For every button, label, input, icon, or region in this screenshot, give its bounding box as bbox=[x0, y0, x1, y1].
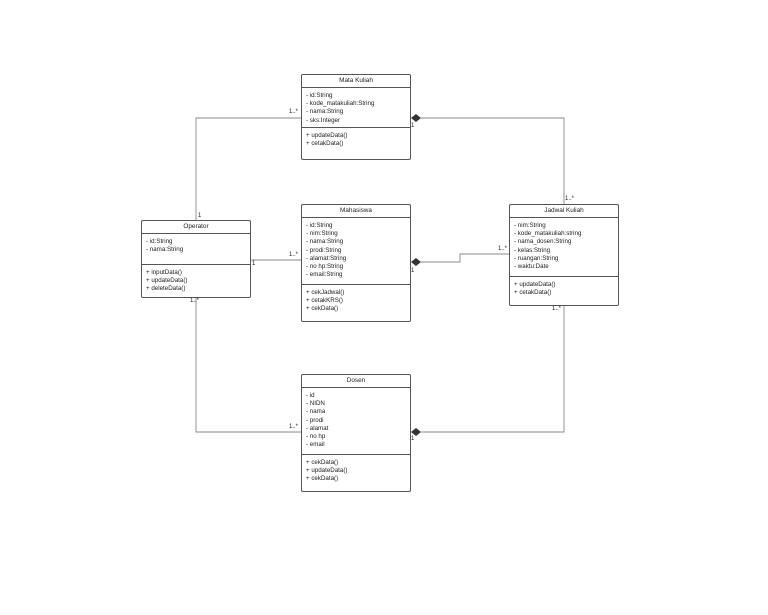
operation-compartment: + cekData() + updateData() + cekData() bbox=[302, 455, 410, 488]
class-title: Operator bbox=[142, 221, 250, 234]
multiplicity-label: 1..* bbox=[565, 196, 575, 202]
operation: + inputData() bbox=[146, 269, 182, 276]
attribute: - email bbox=[306, 441, 325, 449]
attribute: - alamat bbox=[306, 424, 329, 432]
operation: + cekData() bbox=[306, 305, 339, 313]
attribute: - prodi bbox=[306, 416, 324, 424]
attribute: - nama bbox=[306, 408, 326, 416]
multiplicity-label: 1 bbox=[411, 268, 415, 274]
operation-compartment: + updateData() + cetakData() bbox=[510, 277, 618, 301]
attribute: - sks:Integer bbox=[306, 116, 341, 124]
operation: + cetakData() bbox=[306, 140, 344, 148]
multiplicity-label: 1 bbox=[252, 261, 256, 267]
operation-compartment: + inputData() + updateData() + deleteDat… bbox=[142, 265, 250, 298]
attribute: - nama:String bbox=[146, 246, 184, 254]
operation: + updateData() bbox=[146, 277, 188, 285]
operation-compartment: + cekJadwal() + cetakKRS() + cekData() bbox=[302, 285, 410, 318]
operation: + updateData() bbox=[306, 467, 348, 475]
attribute: - nim:String bbox=[306, 230, 338, 238]
attribute-compartment: - id:String - nim:String - nama:String -… bbox=[302, 218, 410, 285]
class-title: Jadwal Kuliah bbox=[510, 205, 618, 218]
class-title: Mata Kuliah bbox=[302, 75, 410, 88]
edge-mahasiswa-jadwalkuliah bbox=[421, 253, 509, 263]
attribute: - id:String bbox=[306, 222, 333, 229]
attribute: - kode_matakuliah:String bbox=[306, 100, 375, 108]
attribute: - id bbox=[306, 392, 315, 399]
operation: + updateData() bbox=[514, 281, 556, 288]
edge-operator-dosen bbox=[195, 298, 301, 433]
attribute: - no hp bbox=[306, 433, 326, 441]
attribute-compartment: - id - NIDN - nama - prodi - alamat - no… bbox=[302, 388, 410, 455]
multiplicity-label: 1 bbox=[411, 123, 415, 129]
edge-operator-matakuliah bbox=[195, 117, 301, 220]
composition-diamond-mahasiswa bbox=[411, 258, 421, 266]
attribute: - nama:String bbox=[306, 108, 344, 116]
operation: + cetakKRS() bbox=[306, 297, 343, 305]
attribute: - ruangan:String bbox=[514, 254, 559, 262]
class-jadwal-kuliah[interactable]: Jadwal Kuliah - nim:String - kode_mataku… bbox=[509, 204, 619, 306]
class-mata-kuliah[interactable]: Mata Kuliah - id:String - kode_matakulia… bbox=[301, 74, 411, 160]
multiplicity-label: 1..* bbox=[289, 424, 299, 430]
attribute: - kelas:String bbox=[514, 246, 551, 254]
attribute: - no hp:String bbox=[306, 263, 344, 271]
multiplicity-label: 1..* bbox=[552, 306, 562, 312]
edge-matakuliah-jadwalkuliah bbox=[421, 117, 565, 204]
operation: + cekJadwal() bbox=[306, 289, 345, 296]
attribute: - id:String bbox=[306, 92, 333, 99]
operation: + cekData() bbox=[306, 475, 339, 483]
class-operator[interactable]: Operator - id:String - nama:String + inp… bbox=[141, 220, 251, 298]
multiplicity-label: 1..* bbox=[190, 298, 200, 304]
attribute: - waktu:Date bbox=[514, 263, 549, 271]
attribute: - prodi:String bbox=[306, 246, 342, 254]
attribute: - alamat:String bbox=[306, 254, 347, 262]
operation: + cetakData() bbox=[514, 289, 552, 297]
attribute-compartment: - nim:String - kode_matakuliah:string - … bbox=[510, 218, 618, 277]
class-title: Mahasiswa bbox=[302, 205, 410, 218]
attribute: - nama:String bbox=[306, 238, 344, 246]
attribute: - nim:String bbox=[514, 222, 546, 229]
multiplicity-label: 1..* bbox=[289, 109, 299, 115]
multiplicity-label: 1..* bbox=[498, 246, 508, 252]
class-dosen[interactable]: Dosen - id - NIDN - nama - prodi - alama… bbox=[301, 374, 411, 492]
operation-compartment: + updateData() + cetakData() bbox=[302, 128, 410, 152]
attribute: - nama_dosen:String bbox=[514, 238, 572, 246]
class-mahasiswa[interactable]: Mahasiswa - id:String - nim:String - nam… bbox=[301, 204, 411, 322]
multiplicity-label: 1 bbox=[411, 436, 415, 442]
attribute: - email:String bbox=[306, 271, 343, 279]
attribute: - kode_matakuliah:string bbox=[514, 230, 582, 238]
composition-diamond-matakuliah bbox=[411, 114, 421, 122]
edge-dosen-jadwalkuliah bbox=[421, 306, 565, 433]
attribute-compartment: - id:String - nama:String bbox=[142, 234, 250, 265]
operation: + cekData() bbox=[306, 459, 339, 466]
attribute: - id:String bbox=[146, 238, 173, 245]
attribute: - NIDN bbox=[306, 400, 325, 408]
multiplicity-label: 1..* bbox=[289, 252, 299, 258]
multiplicity-label: 1 bbox=[198, 213, 202, 219]
operation: + deleteData() bbox=[146, 285, 186, 293]
operation: + updateData() bbox=[306, 132, 348, 139]
attribute-compartment: - id:String - kode_matakuliah:String - n… bbox=[302, 88, 410, 128]
composition-diamond-dosen bbox=[411, 428, 421, 436]
class-title: Dosen bbox=[302, 375, 410, 388]
